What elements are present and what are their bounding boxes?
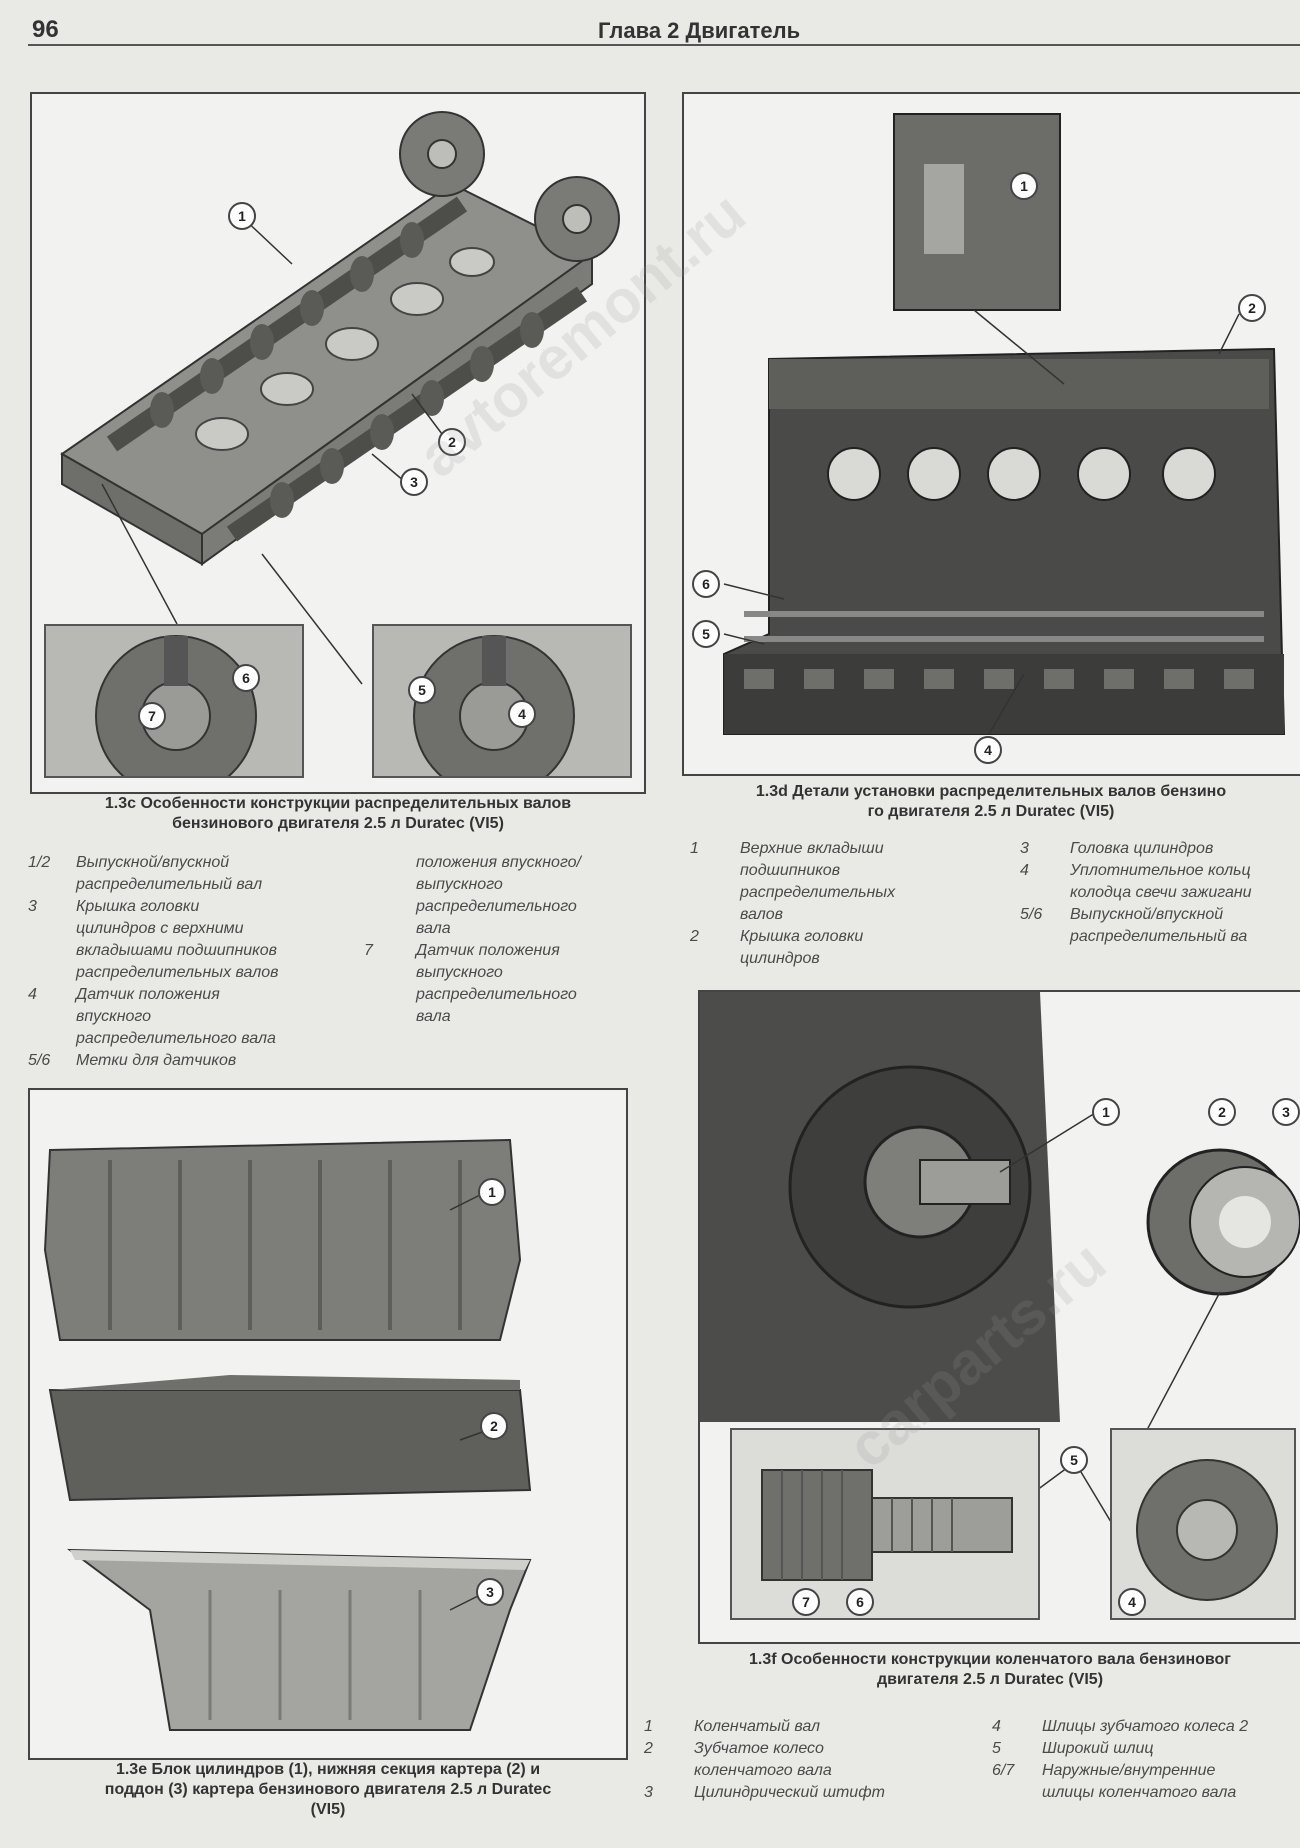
legend-1-3d-right: 3 Головка цилиндров 4 Уплотнительное кол… [1020,838,1296,948]
callout-1: 1 [1010,172,1038,200]
callout-1: 1 [478,1178,506,1206]
callout-5: 5 [1060,1446,1088,1474]
page-header: 96 Глава 2 Двигатель [28,14,1300,46]
callout-1: 1 [1092,1098,1120,1126]
callout-3: 3 [476,1578,504,1606]
callout-6: 6 [846,1588,874,1616]
caption-1-3c: 1.3c Особенности конструкции распределит… [104,795,572,832]
callout-7: 7 [792,1588,820,1616]
inset-sprocket-splines [1110,1428,1296,1620]
callout-6: 6 [692,570,720,598]
inset-intake-sensor-marks [44,624,304,778]
callout-2: 2 [1208,1098,1236,1126]
callout-6: 6 [232,664,260,692]
callout-2: 2 [480,1412,508,1440]
callout-3: 3 [1272,1098,1300,1126]
page-number: 96 [32,16,59,43]
callout-2: 2 [1238,294,1266,322]
caption-1-3e: 1.3e Блок цилиндров (1), нижняя секция к… [104,1761,552,1818]
caption-1-3f: 1.3f Особенности конструкции коленчатого… [749,1651,1231,1688]
cylinder-head-illustration [684,94,1300,774]
legend-item: 5/6 Метки для датчиков [28,1052,237,1069]
callout-4: 4 [1118,1588,1146,1616]
callout-3: 3 [400,468,428,496]
figure-1-3c-camshafts: 1 2 3 6 7 5 4 [30,92,646,794]
inset-crankshaft-splines [730,1428,1040,1620]
callout-7: 7 [138,702,166,730]
legend-item: 3 Цилиндрический штифт [644,1784,885,1801]
block-sump-illustration [30,1090,626,1758]
legend-item: 5 Широкий шлиц [992,1740,1154,1757]
callout-4: 4 [508,700,536,728]
legend-item: 4 Шлицы зубчатого колеса 2 [992,1718,1249,1735]
callout-4: 4 [974,736,1002,764]
callout-5: 5 [408,676,436,704]
callout-1: 1 [228,202,256,230]
caption-1-3d: 1.3d Детали установки распределительных … [755,783,1227,820]
legend-item: 3 Головка цилиндров [1020,840,1214,857]
callout-2: 2 [438,428,466,456]
inset-exhaust-sensor-marks [372,624,632,778]
figure-1-3d-camshaft-installation: 1 2 6 5 4 [682,92,1300,776]
figure-1-3e-block-sump: 1 2 3 [28,1088,628,1760]
legend-1-3f-right: 4 Шлицы зубчатого колеса 2 5 Широкий шли… [992,1716,1296,1804]
figure-1-3f-crankshaft: 1 2 3 5 7 6 4 [698,990,1300,1644]
legend-item: 1 Коленчатый вал [644,1718,821,1735]
callout-5: 5 [692,620,720,648]
chapter-title: Глава 2 Двигатель [598,18,801,43]
